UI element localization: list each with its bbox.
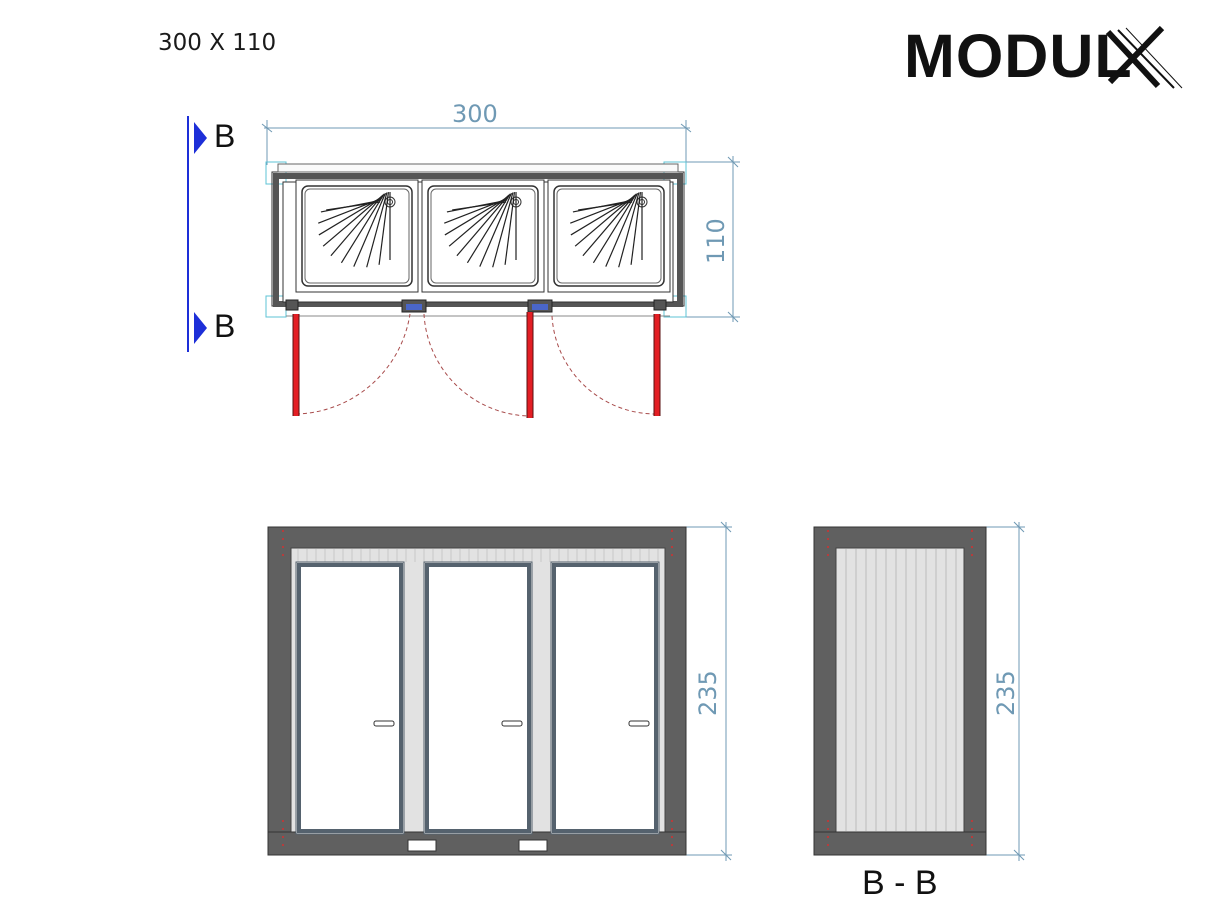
vent-left (407, 839, 437, 852)
front-doors (295, 561, 660, 835)
logo-text: MODUL (904, 22, 1133, 90)
shower-tray (547, 179, 671, 293)
shower-tray (421, 179, 545, 293)
modulx-logo: MODUL (904, 18, 1194, 94)
section-marker-top: B (214, 118, 236, 154)
door-leaves (293, 312, 660, 418)
front-door (550, 561, 660, 835)
vent-right (518, 839, 548, 852)
front-height-dimension: 235 (694, 670, 722, 716)
shower-trays (295, 179, 671, 293)
door-swings (295, 313, 657, 417)
shower-tray (295, 179, 419, 293)
front-door (295, 561, 405, 835)
front-door (423, 561, 533, 835)
width-dimension: 300 (452, 100, 498, 128)
section-title: B - B (862, 864, 938, 902)
depth-dimension: 110 (702, 218, 730, 264)
section-arrow-top (194, 122, 207, 154)
section-arrow-bottom (194, 312, 207, 344)
section-marker-bottom: B (214, 308, 236, 344)
size-label: 300 X 110 (158, 30, 277, 56)
side-panel (835, 547, 965, 833)
side-height-dimension: 235 (992, 670, 1020, 716)
logo-x-mark (1105, 25, 1183, 89)
